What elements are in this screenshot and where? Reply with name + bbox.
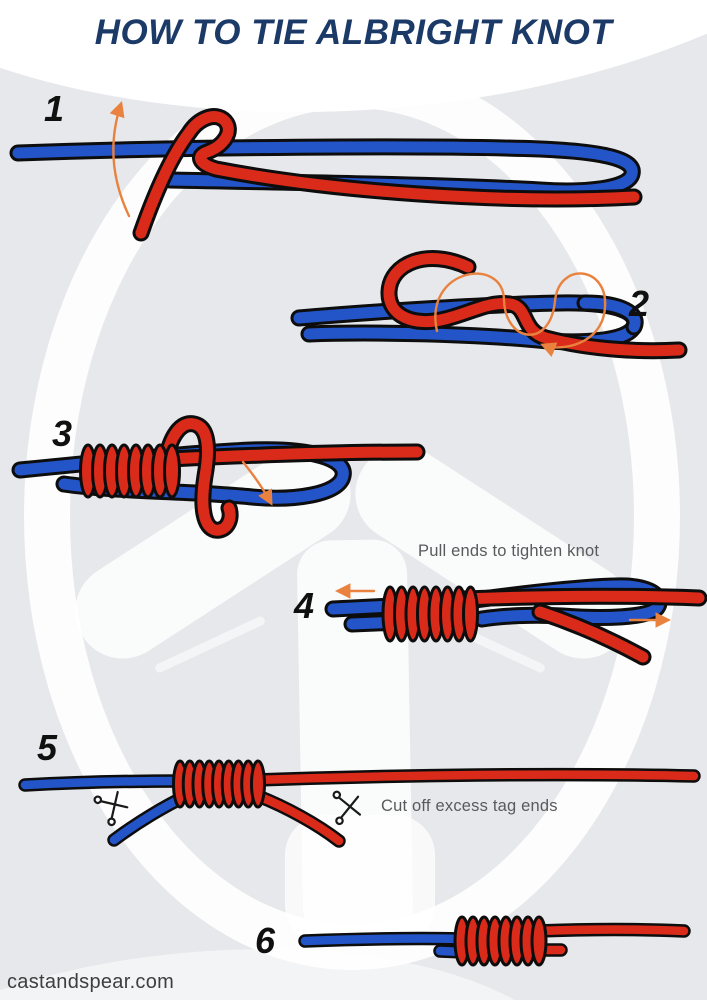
step-number-6: 6 bbox=[255, 920, 276, 961]
red-rope bbox=[157, 415, 426, 539]
blue-rope-over-wrap bbox=[576, 294, 644, 336]
site-watermark: castandspear.com bbox=[7, 971, 175, 993]
knot-illustration-step-4 bbox=[324, 577, 707, 666]
step-number-4: 4 bbox=[294, 585, 315, 626]
knot-illustration-step-6 bbox=[298, 915, 691, 967]
step-number-3: 3 bbox=[52, 413, 73, 454]
step-number-5: 5 bbox=[37, 727, 58, 768]
knot-illustration-step-3 bbox=[11, 415, 426, 539]
scissors-icon bbox=[92, 784, 133, 828]
red-rope bbox=[249, 767, 701, 848]
red-coil-wraps bbox=[453, 915, 548, 967]
curved-arrow-up-icon bbox=[109, 101, 131, 218]
red-coil-wraps bbox=[172, 759, 266, 809]
knot-illustration-step-5 bbox=[18, 759, 701, 848]
knot-illustration-step-2 bbox=[290, 250, 688, 360]
red-rope bbox=[132, 108, 643, 242]
red-coil-wraps bbox=[79, 443, 181, 499]
red-rope bbox=[380, 250, 688, 360]
red-rope bbox=[454, 587, 707, 666]
blue-rope bbox=[298, 931, 471, 959]
curved-arrow-down-icon bbox=[241, 460, 273, 506]
knot-illustration-step-1 bbox=[9, 101, 643, 242]
scissors-icon bbox=[332, 788, 362, 826]
spiral-wrap-arrow-icon bbox=[434, 272, 607, 357]
step-number-2: 2 bbox=[629, 283, 650, 324]
whale-tail-watermark bbox=[285, 815, 435, 945]
red-rope bbox=[529, 922, 691, 957]
red-coil-wraps bbox=[381, 585, 479, 643]
step-annotation-cut: Cut off excess tag ends bbox=[381, 797, 558, 815]
blue-rope bbox=[18, 774, 193, 847]
page-title: HOW TO TIE ALBRIGHT KNOT bbox=[94, 13, 613, 52]
step-number-1: 1 bbox=[44, 88, 65, 129]
step-annotation-pull: Pull ends to tighten knot bbox=[418, 542, 600, 560]
